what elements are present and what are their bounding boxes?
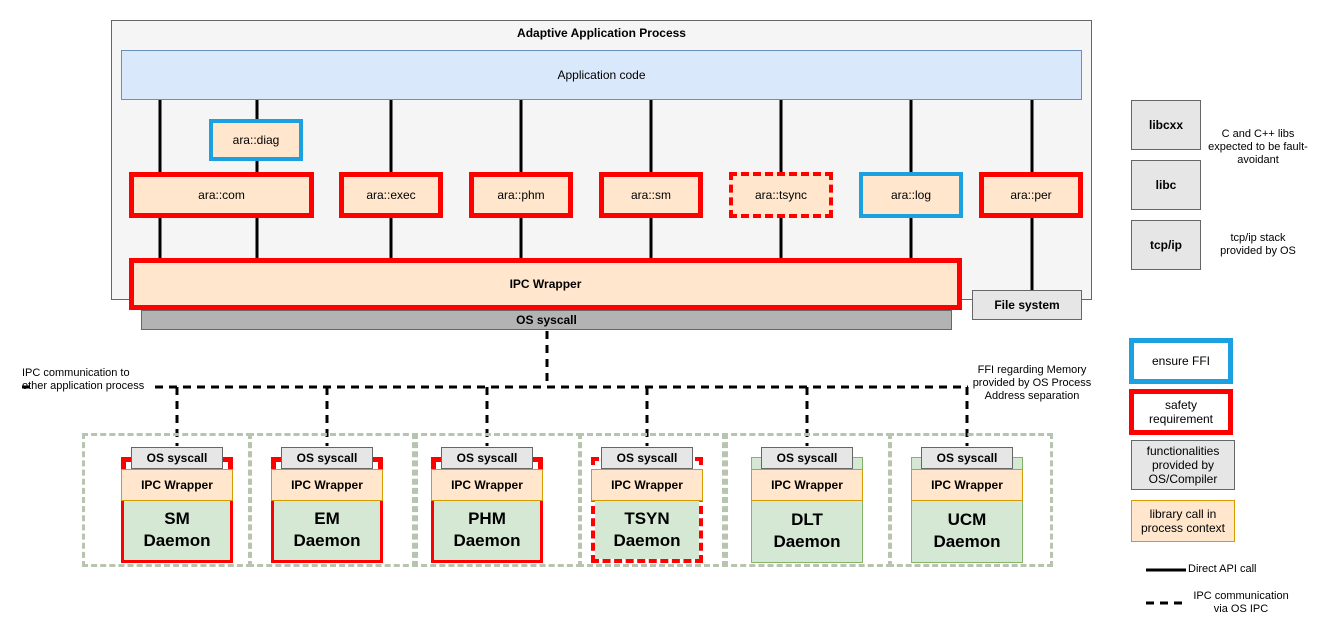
em-os-syscall: OS syscall — [281, 447, 373, 469]
ucm-os-syscall: OS syscall — [921, 447, 1013, 469]
daemon-group-em — [248, 433, 418, 567]
c-libs-note: C and C++ libs expected to be fault-avoi… — [1208, 128, 1308, 166]
daemon-group-tsyn — [578, 433, 728, 567]
legend-library-call: library call in process context — [1131, 500, 1235, 542]
legend-os-functionalities: functionalities provided by OS/Compiler — [1131, 440, 1235, 490]
tcpip-note: tcp/ip stack provided by OS — [1220, 232, 1296, 257]
ipc-other-process-note: IPC communication to other application p… — [22, 367, 145, 392]
libc-box: libc — [1131, 160, 1201, 210]
os-syscall-bar: OS syscall — [141, 310, 952, 330]
sm-ipc-wrapper: IPC Wrapper — [121, 469, 233, 501]
ipc-wrapper-box: IPC Wrapper — [129, 258, 962, 310]
legend-safety-requirement: safety requirement — [1129, 389, 1233, 435]
sm-os-syscall: OS syscall — [131, 447, 223, 469]
application-code-box: Application code — [121, 50, 1082, 100]
tcpip-box: tcp/ip — [1131, 220, 1201, 270]
ara-com-library: ara::com — [129, 172, 314, 218]
ara-log-library: ara::log — [859, 172, 963, 218]
process-title: Adaptive Application Process — [517, 26, 686, 40]
legend-ensure-ffi: ensure FFI — [1129, 338, 1233, 384]
ara-sm-library: ara::sm — [599, 172, 703, 218]
legend-direct-api-call: Direct API call — [1188, 563, 1257, 575]
ara-exec-library: ara::exec — [339, 172, 443, 218]
legend-ipc-communication: IPC communication via OS IPC — [1193, 590, 1289, 615]
libcxx-box: libcxx — [1131, 100, 1201, 150]
file-system-box: File system — [972, 290, 1082, 320]
phm-ipc-wrapper: IPC Wrapper — [431, 469, 543, 501]
ara-per-library: ara::per — [979, 172, 1083, 218]
ucm-ipc-wrapper: IPC Wrapper — [911, 469, 1023, 501]
daemon-group-ucm — [888, 433, 1053, 567]
ara-diag-library: ara::diag — [209, 119, 303, 161]
dlt-os-syscall: OS syscall — [761, 447, 853, 469]
dlt-ipc-wrapper: IPC Wrapper — [751, 469, 863, 501]
ara-tsync-library: ara::tsync — [729, 172, 833, 218]
tsyn-os-syscall: OS syscall — [601, 447, 693, 469]
ara-phm-library: ara::phm — [469, 172, 573, 218]
em-ipc-wrapper: IPC Wrapper — [271, 469, 383, 501]
tsyn-ipc-wrapper: IPC Wrapper — [591, 469, 703, 501]
ffi-memory-note: FFI regarding Memory provided by OS Proc… — [972, 364, 1092, 402]
phm-os-syscall: OS syscall — [441, 447, 533, 469]
